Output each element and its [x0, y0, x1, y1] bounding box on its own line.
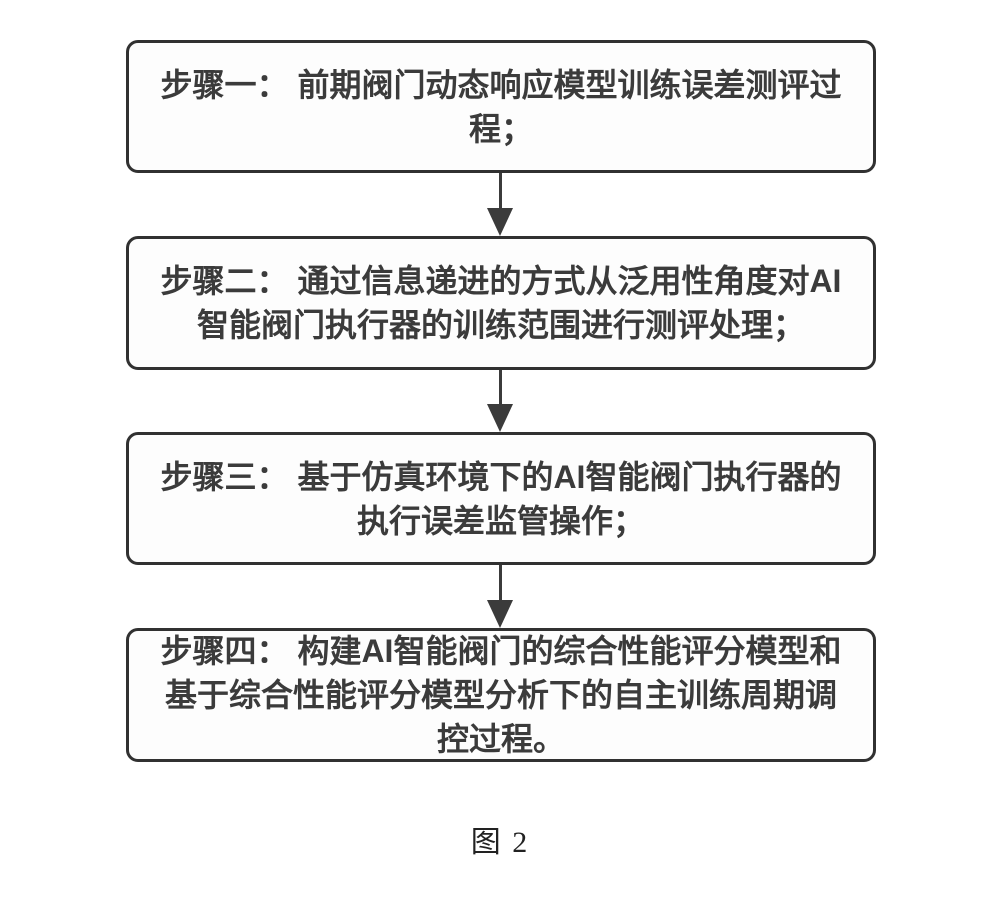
- step-box-4: 步骤四： 构建AI智能阀门的综合性能评分模型和 基于综合性能评分模型分析下的自主…: [126, 628, 876, 762]
- step-box-3: 步骤三： 基于仿真环境下的AI智能阀门执行器的 执行误差监管操作；: [126, 432, 876, 565]
- arrow-line: [498, 370, 502, 406]
- arrow-line: [498, 173, 502, 210]
- figure-caption: 图 2: [470, 826, 530, 859]
- down-arrow-3: [487, 565, 513, 628]
- arrow-head-icon: [487, 208, 513, 236]
- step-2-label: 步骤二： 通过信息递进的方式从泛用性角度对AI 智能阀门执行器的训练范围进行测评…: [160, 263, 842, 343]
- arrow-head-icon: [487, 600, 513, 628]
- arrow-head-icon: [487, 404, 513, 432]
- step-1-label: 步骤一： 前期阀门动态响应模型训练误差测评过 程；: [160, 66, 842, 147]
- arrow-line: [498, 565, 502, 602]
- step-box-2: 步骤二： 通过信息递进的方式从泛用性角度对AI 智能阀门执行器的训练范围进行测评…: [126, 236, 876, 370]
- step-box-1: 步骤一： 前期阀门动态响应模型训练误差测评过 程；: [126, 40, 876, 173]
- down-arrow-1: [487, 173, 513, 236]
- step-4-label: 步骤四： 构建AI智能阀门的综合性能评分模型和 基于综合性能评分模型分析下的自主…: [160, 633, 842, 757]
- step-3-label: 步骤三： 基于仿真环境下的AI智能阀门执行器的 执行误差监管操作；: [160, 458, 842, 539]
- down-arrow-2: [487, 370, 513, 432]
